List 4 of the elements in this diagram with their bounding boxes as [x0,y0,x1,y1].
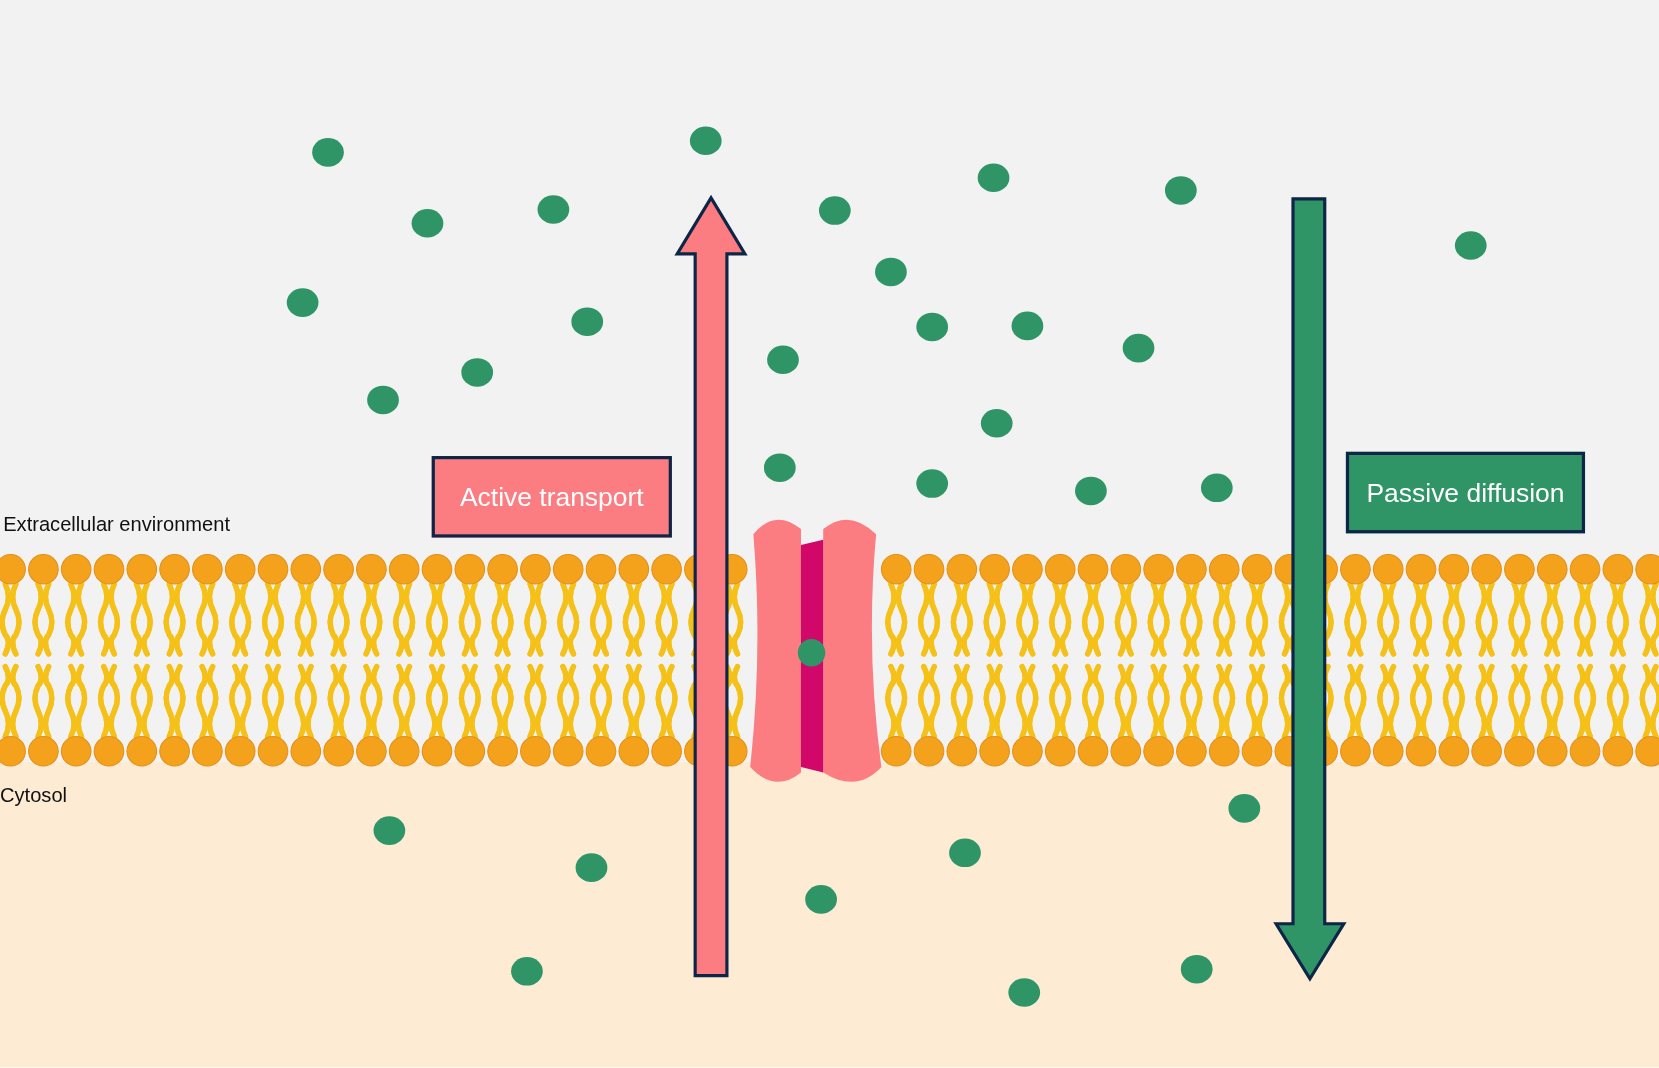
caption-box: Active transport [431,456,672,538]
caption-box: Passive diffusion [1345,451,1586,534]
region-label: Cytosol [0,784,68,808]
region-label: Extracellular environment [3,513,230,537]
